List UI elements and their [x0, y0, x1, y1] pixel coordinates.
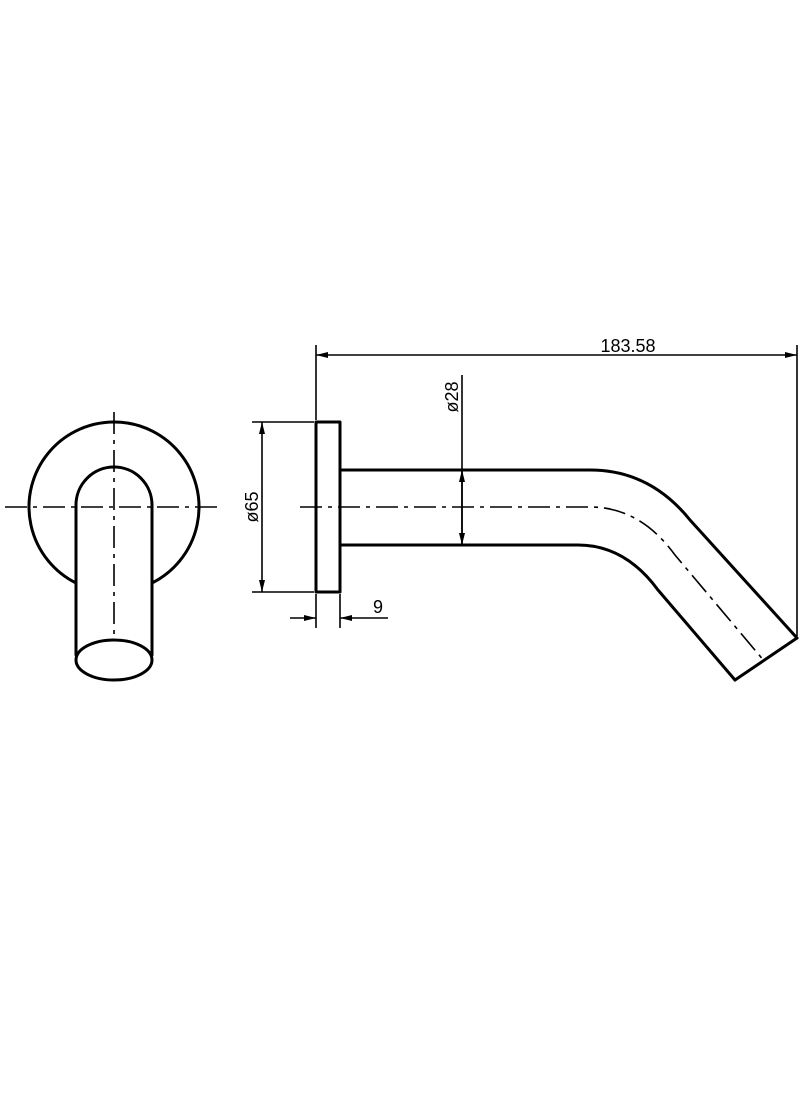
side-view [300, 420, 799, 682]
dimension-length: 183.58 [315, 336, 798, 636]
dimension-spout-diameter: ø28 [442, 375, 465, 545]
front-view [5, 412, 222, 682]
flange-thickness-label: 9 [373, 597, 383, 617]
dimension-flange-thickness: 9 [290, 594, 388, 628]
dimension-flange-diameter: ø65 [242, 421, 314, 593]
spout-diameter-label: ø28 [442, 381, 462, 412]
side-spout-outlet-edge [733, 636, 799, 682]
length-dimension-label: 183.58 [600, 336, 655, 356]
side-spout-bottom-edge [338, 543, 737, 682]
side-spout-top-edge [338, 468, 799, 640]
side-spout-centerline [300, 506, 766, 663]
flange-diameter-label: ø65 [242, 491, 262, 522]
front-spout-outlet [74, 638, 154, 682]
